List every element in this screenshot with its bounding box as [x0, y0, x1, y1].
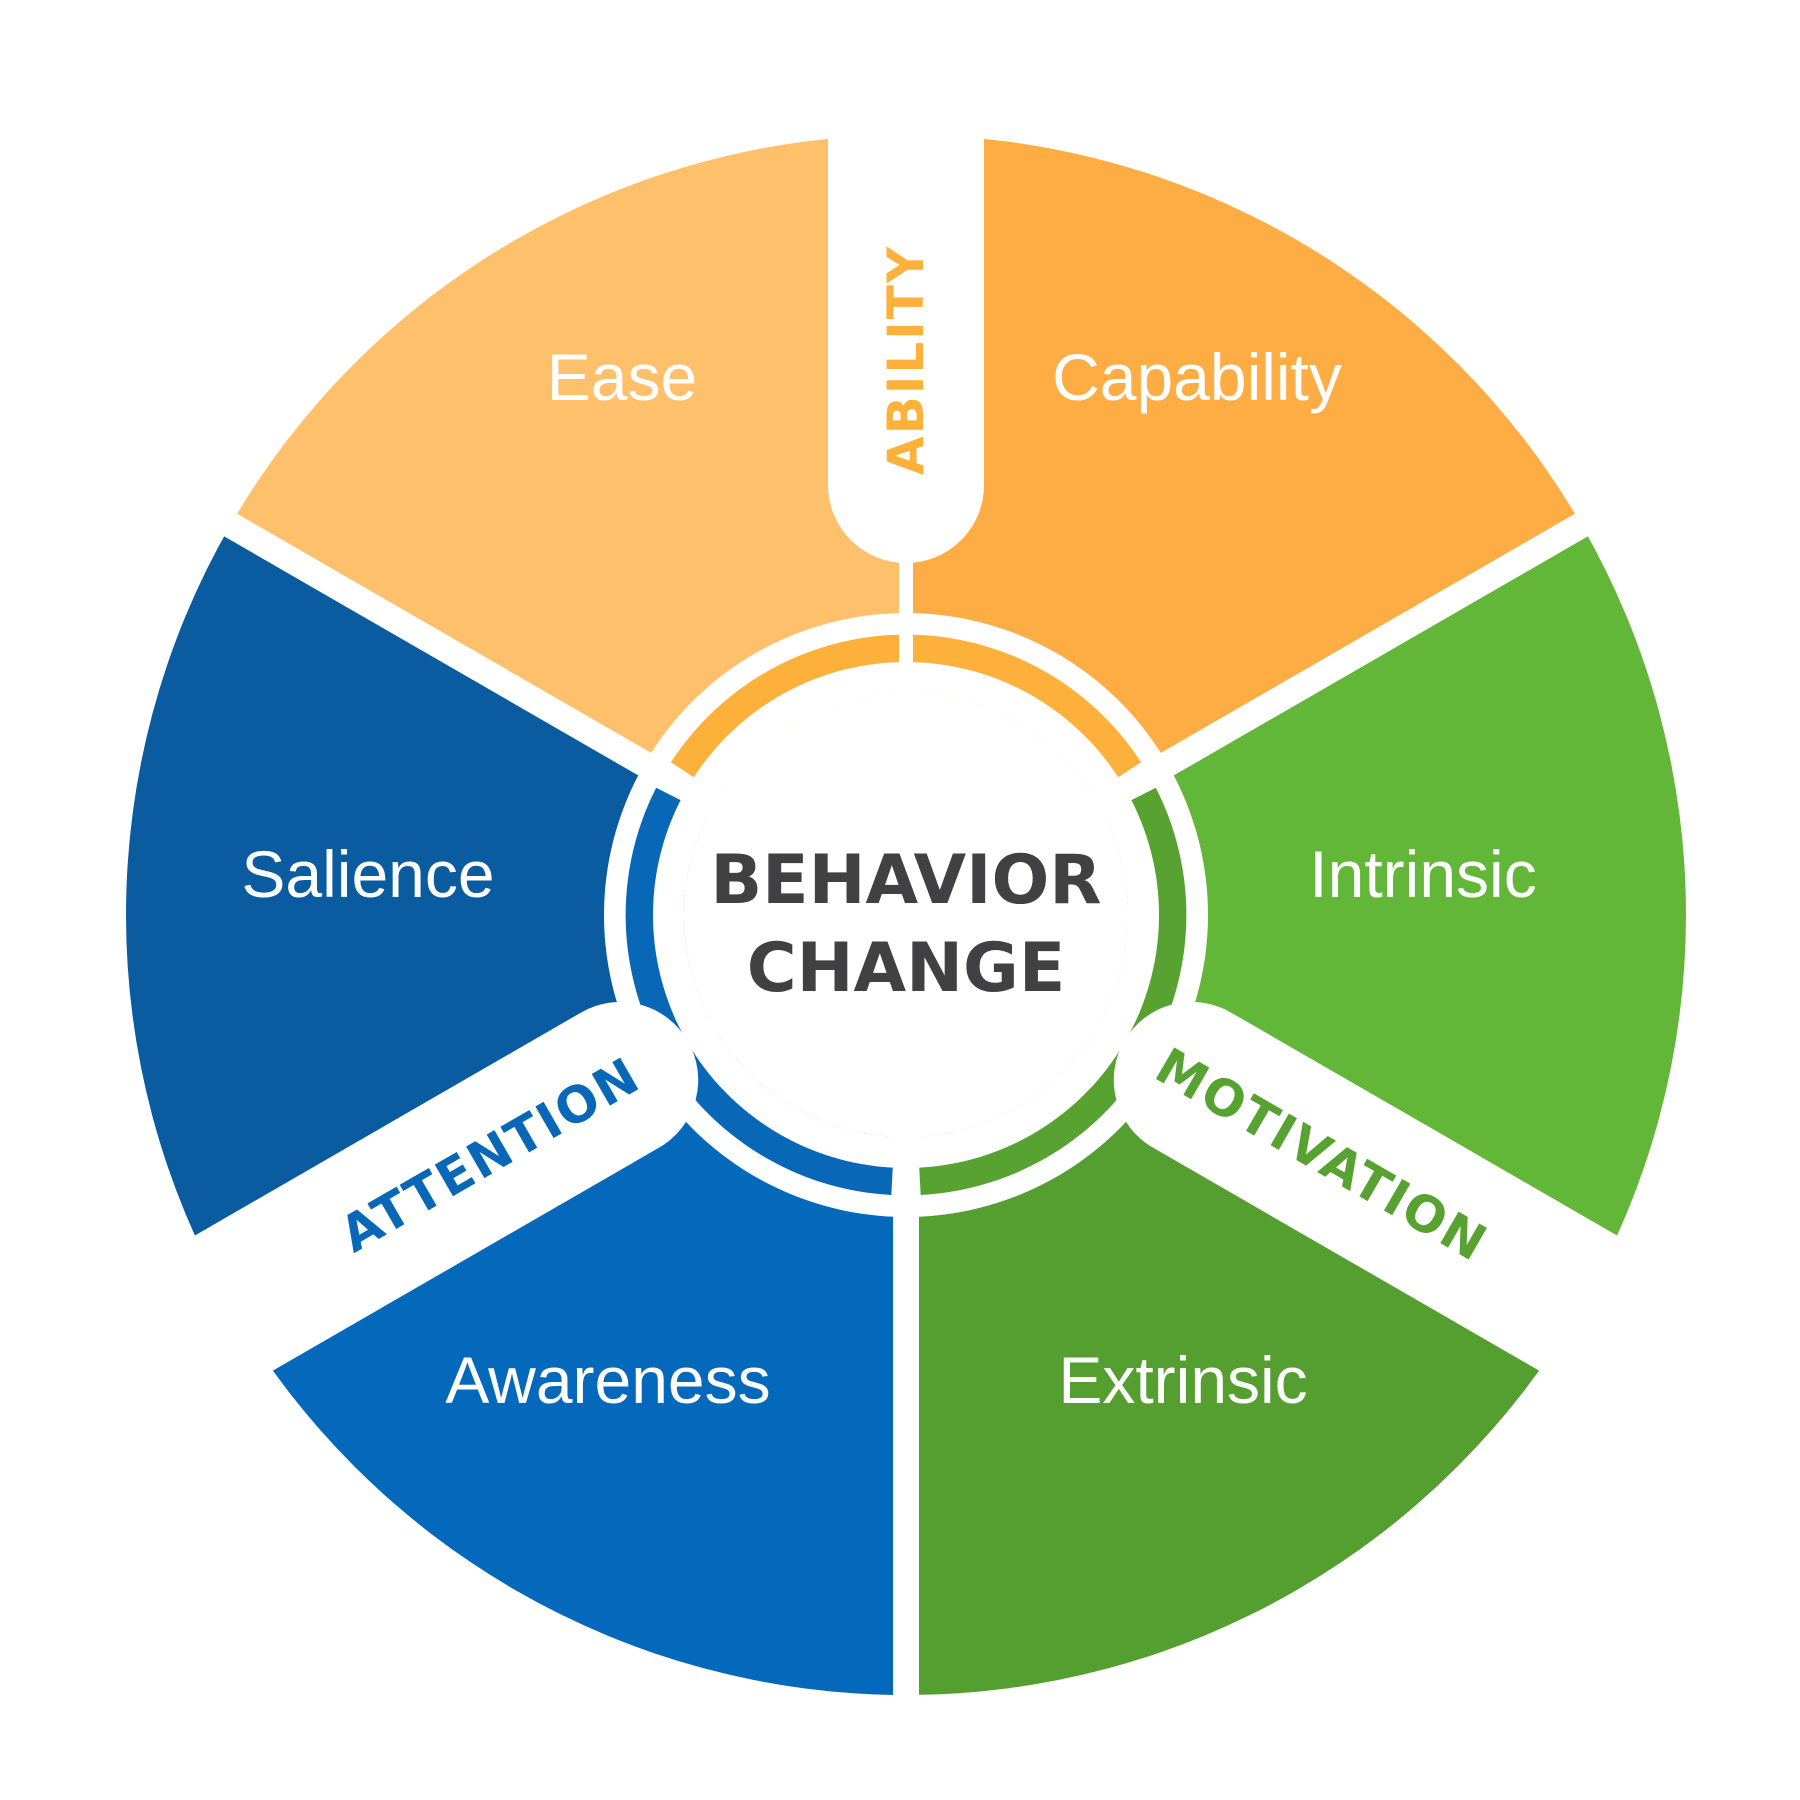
category-tab-shape: [174, 1002, 699, 1383]
ring-ability: [670, 634, 1142, 778]
category-tab-shape: [828, 115, 984, 563]
segment-label-awareness: Awareness: [445, 1343, 770, 1417]
segment-awareness: [230, 1026, 906, 1695]
category-tab-attention: [174, 1002, 699, 1383]
category-tab-shape: [1113, 1002, 1638, 1383]
segment-ease: [230, 135, 906, 804]
segment-label-ease: Ease: [547, 340, 697, 414]
segment-label-salience: Salience: [241, 837, 494, 911]
ring-band-ability: [647, 613, 1165, 801]
center-circle: [684, 693, 1128, 1137]
center-title-line2: CHANGE: [747, 929, 1066, 1008]
segment-label-capability: Capability: [1052, 340, 1342, 414]
category-tab-ability: [828, 115, 984, 563]
center-hub: BEHAVIOR CHANGE: [684, 693, 1128, 1137]
category-label-ability: ABILITY: [877, 245, 935, 475]
segment-extrinsic: [906, 1026, 1582, 1696]
segment-label-extrinsic: Extrinsic: [1058, 1343, 1307, 1417]
separator-2: [1087, 508, 1597, 818]
category-tab-motivation: [1113, 1002, 1638, 1383]
separator-0: [215, 508, 725, 818]
center-title-line1: BEHAVIOR: [710, 841, 1101, 920]
segment-capability: [906, 135, 1582, 804]
segment-label-intrinsic: Intrinsic: [1309, 837, 1536, 911]
